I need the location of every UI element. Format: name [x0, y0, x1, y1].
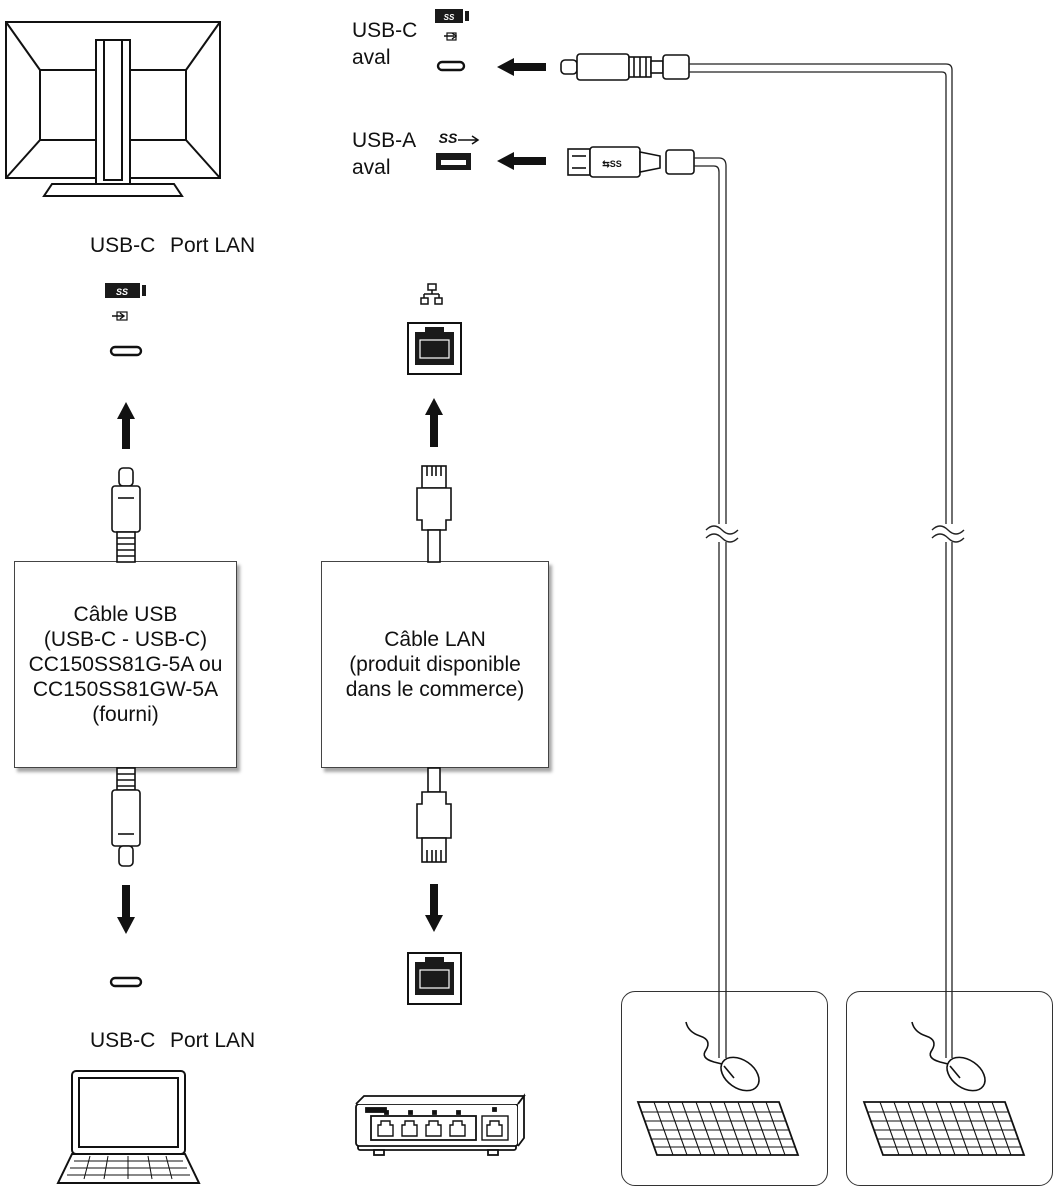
peripheral-cables	[689, 63, 953, 1058]
mouse-icon	[685, 1021, 760, 1092]
arrow-up-icon	[425, 398, 443, 447]
usb-cable-line-3: CC150SS81G-5A ou	[28, 653, 223, 676]
lan-cable-box: Câble LAN (produit disponible dans le co…	[321, 561, 549, 768]
keyboard-icon	[636, 1101, 800, 1156]
arrow-down-icon	[117, 885, 135, 934]
usb-a-downstream-label-line1: USB-A	[352, 129, 417, 152]
lan-cable-line-1: Câble LAN	[384, 628, 486, 651]
hub-lan-port-icon	[407, 952, 462, 1005]
svg-text:SS: SS	[439, 130, 458, 146]
monitor-icon	[5, 21, 221, 197]
rj45-plug-icon	[416, 465, 452, 563]
usb-a-downstream-label-line2: aval	[352, 156, 391, 179]
monitor-usb-c-port-icon: SS	[105, 283, 146, 357]
lan-cable-line-3: dans le commerce)	[345, 678, 525, 701]
arrow-down-icon	[425, 884, 443, 932]
usb-c-plug-icon	[111, 467, 141, 563]
svg-text:⇆SS: ⇆SS	[602, 159, 622, 169]
usb-c-downstream-port-icon: SS	[435, 9, 469, 72]
monitor-lan-label: Port LAN	[170, 234, 256, 257]
pc-usb-c-label: USB-C	[90, 1029, 156, 1052]
usb-a-plug-icon: ⇆SS	[567, 146, 695, 178]
usb-c-downstream-label-line2: aval	[352, 46, 391, 69]
usb-c-downstream-label-line1: USB-C	[352, 19, 418, 42]
svg-text:SS: SS	[444, 13, 455, 22]
mouse-icon	[911, 1021, 986, 1092]
arrow-left-icon	[497, 152, 546, 170]
usb-cable-box: Câble USB (USB-C - USB-C) CC150SS81G-5A …	[14, 561, 237, 768]
usb-a-downstream-port-icon: SS	[436, 130, 480, 170]
lan-cable-line-2: (produit disponible	[349, 653, 521, 676]
svg-text:SS: SS	[116, 287, 128, 297]
laptop-icon	[56, 1070, 201, 1184]
arrow-up-icon	[117, 402, 135, 449]
usb-cable-line-2: (USB-C - USB-C)	[43, 628, 208, 651]
usb-cable-line-5: (fourni)	[92, 703, 159, 726]
usb-cable-line-4: CC150SS81GW-5A	[32, 678, 219, 701]
monitor-lan-port-icon	[407, 322, 462, 375]
network-switch-icon	[355, 1093, 526, 1156]
rj45-plug-icon	[416, 767, 452, 863]
usb-c-plug-icon	[560, 53, 690, 81]
cable-break-icon	[705, 524, 965, 543]
pc-lan-label: Port LAN	[170, 1029, 256, 1052]
keyboard-icon	[862, 1101, 1026, 1156]
arrow-left-icon	[497, 58, 546, 76]
pc-usb-c-port-icon	[109, 976, 143, 988]
lan-network-icon	[420, 283, 443, 305]
usb-cable-line-1: Câble USB	[73, 603, 178, 626]
usb-c-plug-icon	[111, 767, 141, 867]
monitor-usb-c-label: USB-C	[90, 234, 156, 257]
